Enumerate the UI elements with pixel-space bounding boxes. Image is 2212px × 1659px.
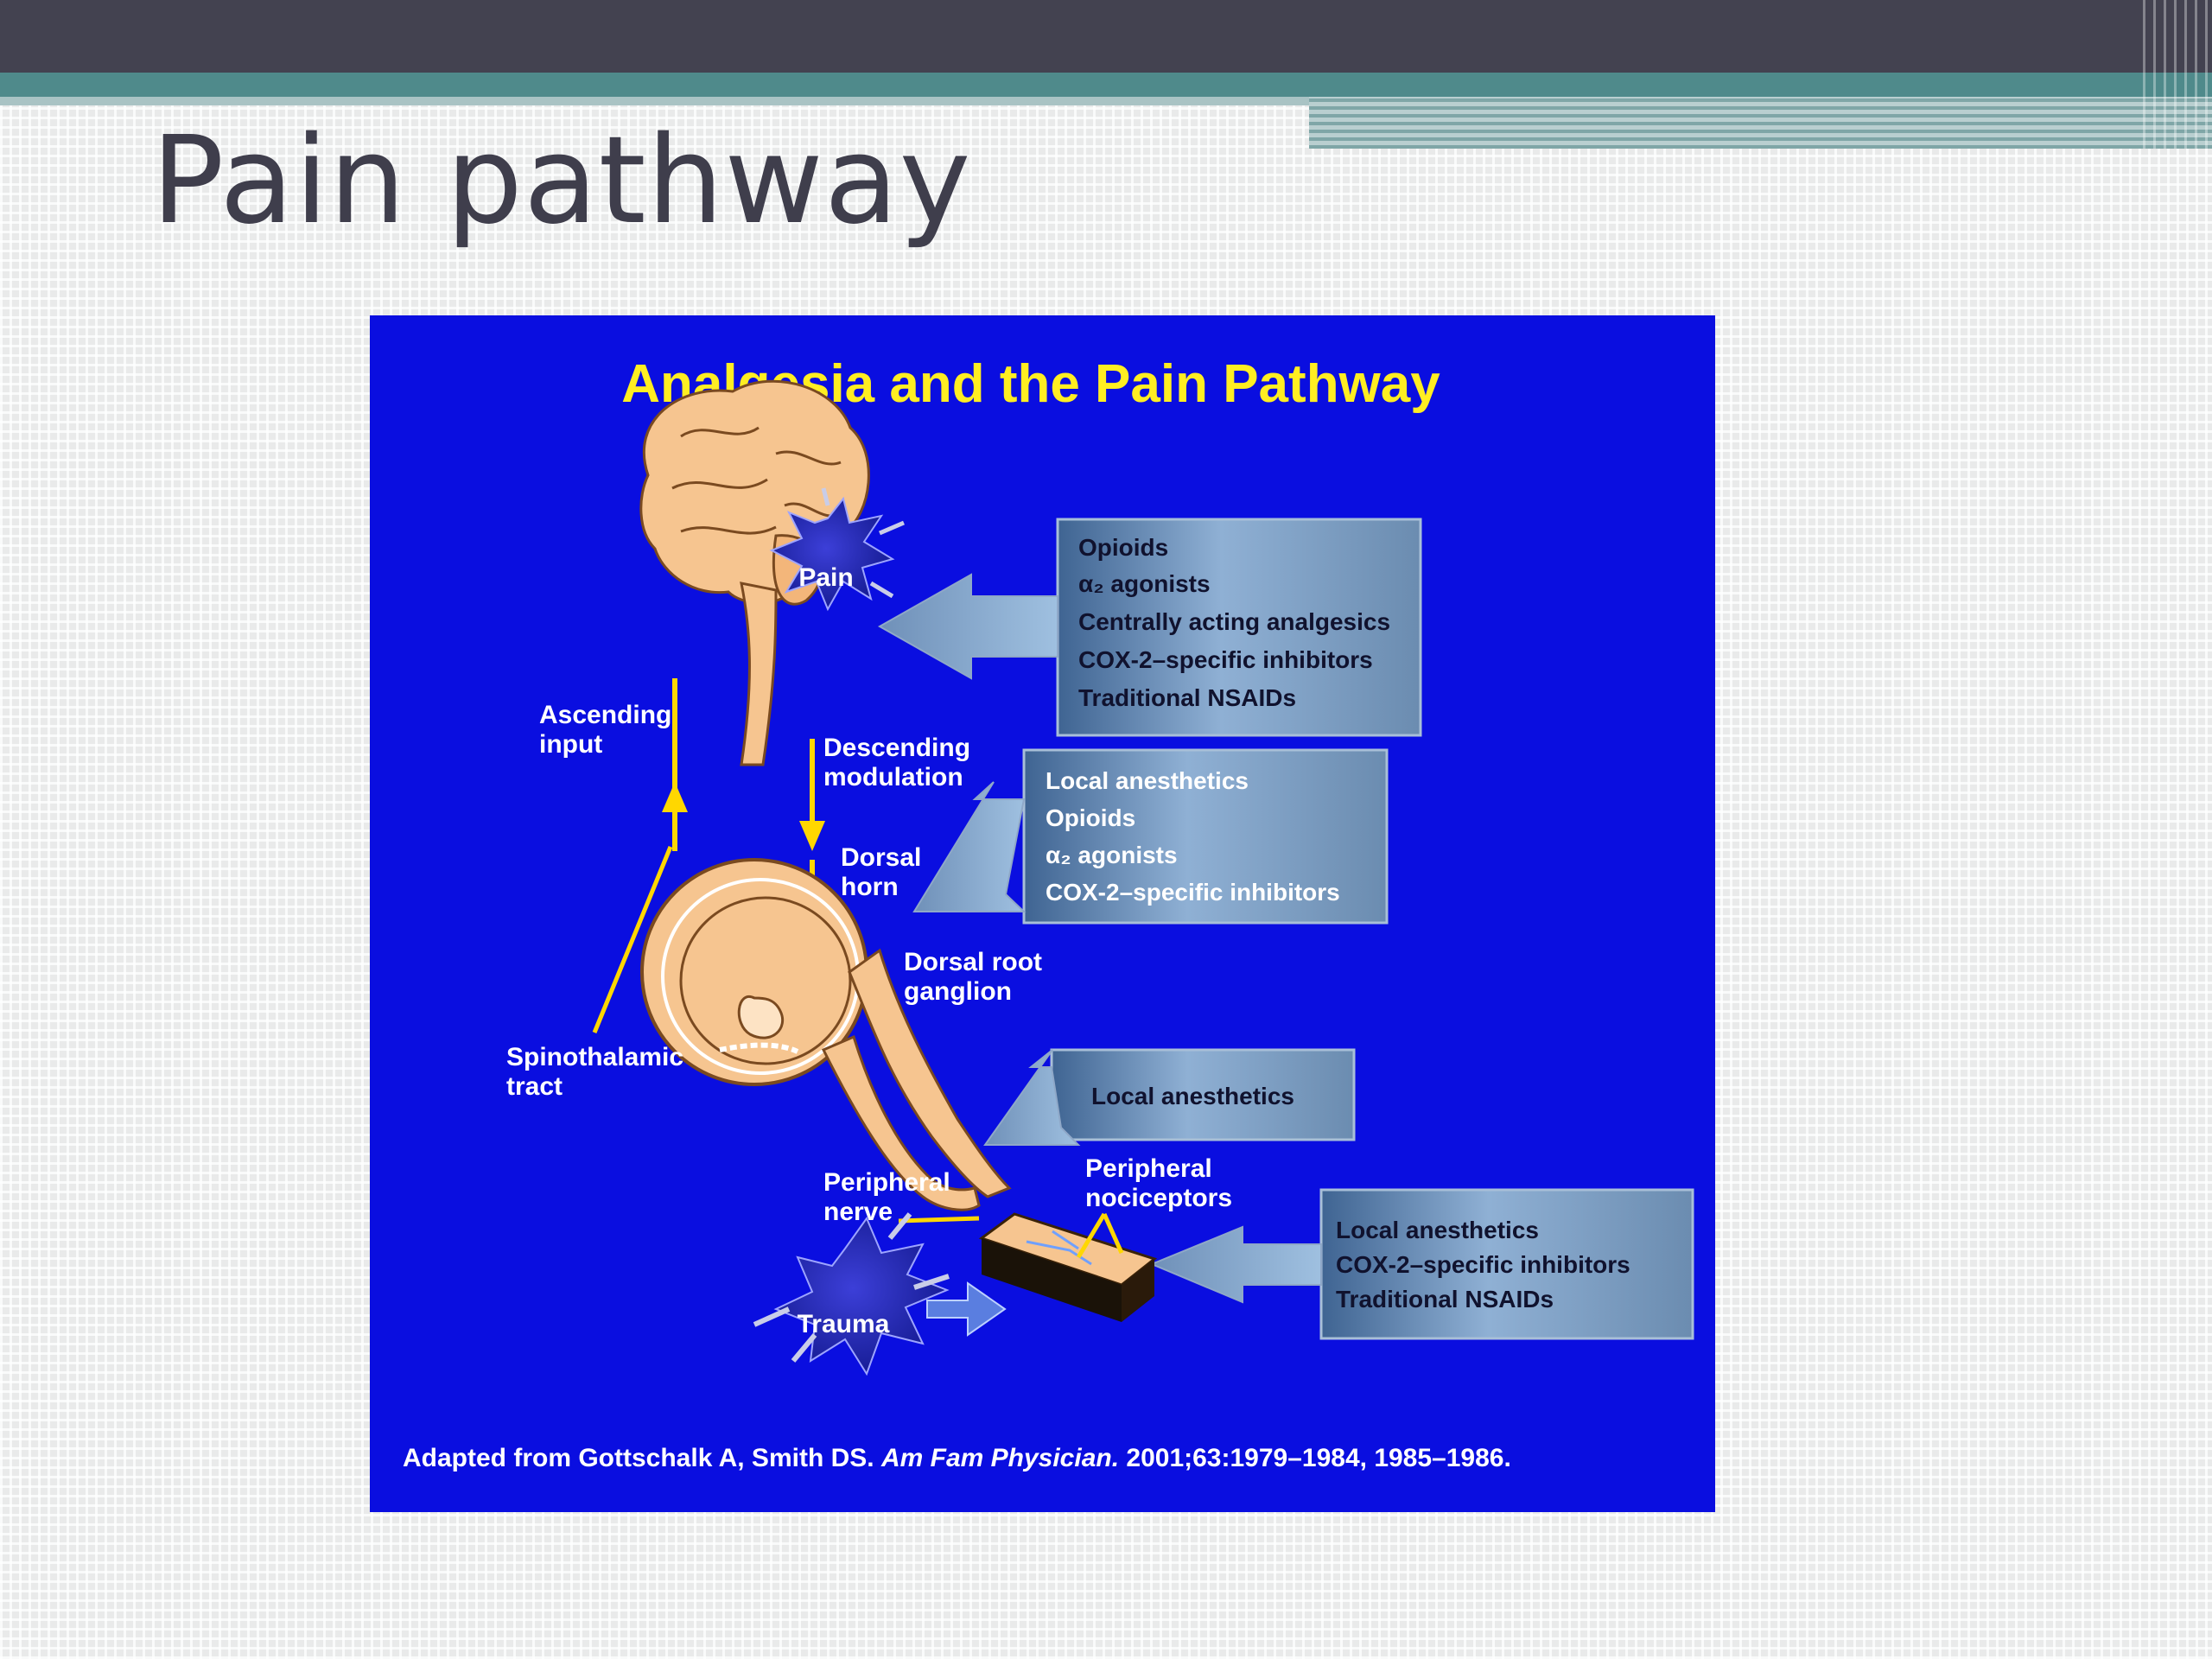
nerve-drug-arrow [983, 1049, 1081, 1146]
peripheral-drug-box: Local anesthetics COX-2–specific inhibit… [1319, 1188, 1694, 1340]
spinal-drug-box: Local anesthetics Opioids α₂ agonists CO… [1022, 748, 1389, 925]
nociceptor-pointer [1102, 1212, 1124, 1255]
descending-modulation-label: modulation [823, 763, 963, 791]
spinal-drug-arrow [912, 781, 1027, 912]
ascending-input-label: Ascending [539, 701, 671, 729]
peripheral-nerve-pointer [898, 1216, 980, 1224]
pain-label: Pain [798, 563, 853, 592]
peripheral-nociceptors-label: Peripheral [1085, 1154, 1212, 1183]
peripheral-drug-arrow [1149, 1225, 1322, 1304]
citation-journal: Am Fam Physician. [880, 1444, 1119, 1472]
peripheral-nerve-label: Peripheral [823, 1168, 950, 1197]
brain-drug-item: Opioids [1078, 534, 1168, 561]
peripheral-drug-item: Local anesthetics [1336, 1217, 1539, 1243]
figure-citation: Adapted from Gottschalk A, Smith DS. Am … [403, 1444, 1511, 1472]
peripheral-nociceptors-label: nociceptors [1085, 1184, 1232, 1212]
pain-star-icon [769, 487, 905, 612]
spinothalamic-tract-label: Spinothalamic [506, 1043, 683, 1071]
slide-edge-decoration [2143, 0, 2212, 149]
slide-accent-stripe [0, 73, 2212, 97]
descending-modulation-label: Descending [823, 734, 970, 762]
citation-prefix: Adapted from Gottschalk A, Smith DS. [403, 1444, 881, 1472]
nociceptor-pointer [1076, 1212, 1107, 1259]
spinal-drug-item: α₂ agonists [1046, 842, 1178, 868]
spinal-drug-item: COX-2–specific inhibitors [1046, 879, 1340, 906]
skin-block-illustration [978, 1212, 1158, 1322]
slide-accent-stripe-light [0, 97, 1309, 105]
dorsal-root-ganglion-label: ganglion [904, 977, 1012, 1006]
brain-drug-box: Opioids α₂ agonists Centrally acting ana… [1056, 518, 1422, 737]
slide-top-bar [0, 0, 2212, 73]
trauma-label: Trauma [798, 1310, 890, 1338]
peripheral-drug-item: COX-2–specific inhibitors [1336, 1251, 1630, 1278]
ascending-arrowhead [662, 782, 688, 812]
slide-accent-block [1309, 97, 2212, 149]
peripheral-drug-item: Traditional NSAIDs [1336, 1286, 1554, 1313]
citation-suffix: 2001;63:1979–1984, 1985–1986. [1119, 1444, 1511, 1472]
ascending-input-label: input [539, 730, 602, 759]
spinal-cord-illustration [640, 858, 1012, 1211]
brain-drug-item: Centrally acting analgesics [1078, 608, 1390, 635]
descending-arrowhead [799, 821, 825, 851]
pain-pathway-figure: Analgesia and the Pain Pathway Opioids α… [370, 315, 1715, 1512]
spinothalamic-pointer [592, 846, 673, 1033]
brain-drug-item: COX-2–specific inhibitors [1078, 646, 1373, 673]
trauma-star-icon [753, 1212, 950, 1376]
peripheral-nerve-label: nerve [823, 1198, 893, 1226]
dorsal-horn-label: horn [841, 873, 899, 901]
nerve-drug-item: Local anesthetics [1091, 1083, 1294, 1109]
brain-drug-arrow [877, 573, 1058, 680]
slide-title: Pain pathway [151, 111, 972, 251]
dorsal-root-ganglion-label: Dorsal root [904, 948, 1042, 976]
brain-drug-item: Traditional NSAIDs [1078, 684, 1296, 711]
dorsal-horn-label: Dorsal [841, 843, 921, 872]
spinal-drug-item: Opioids [1046, 804, 1135, 831]
brain-drug-item: α₂ agonists [1078, 570, 1211, 597]
spinal-drug-item: Local anesthetics [1046, 767, 1249, 794]
spinothalamic-tract-label: tract [506, 1072, 563, 1101]
nerve-drug-box: Local anesthetics [1050, 1048, 1356, 1141]
trauma-arrow [926, 1281, 1007, 1337]
